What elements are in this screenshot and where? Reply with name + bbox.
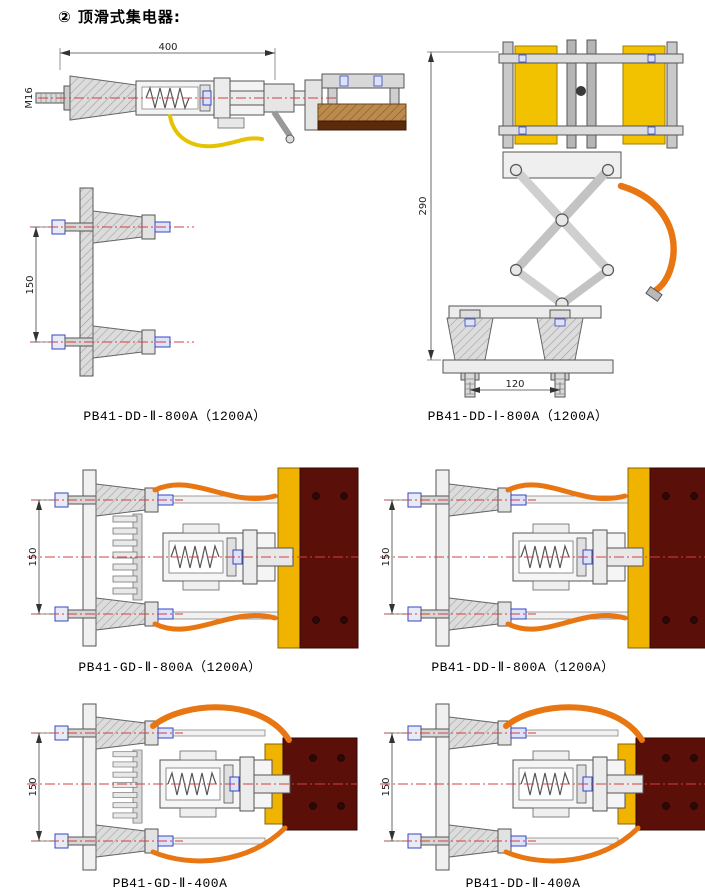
dim-label-150: 150 (28, 547, 39, 566)
dim-label-m16: M16 (24, 87, 35, 108)
dim-spacing: 150 (28, 732, 53, 842)
drawing-pantograph: 290 120 (418, 39, 684, 398)
pivot-joint (509, 263, 523, 277)
drawing-gd800: 150 (27, 467, 359, 649)
dim-label-120: 120 (505, 379, 524, 390)
dim-label-290: 290 (418, 196, 429, 215)
drawing-gd400: 150 (27, 703, 358, 871)
block-bolt (662, 492, 670, 500)
collector-head (304, 73, 407, 131)
lead-orange (503, 704, 645, 743)
dim-spacing: 150 (381, 499, 406, 615)
block-bolt (690, 754, 698, 762)
lead-orange (152, 613, 278, 632)
support-rail (157, 729, 266, 737)
fastener (339, 75, 349, 87)
pivot-joint (601, 263, 615, 277)
lead-orange (152, 482, 278, 501)
dim-spacing: 150 (25, 226, 50, 343)
dim-stud-spacing: 120 (469, 379, 561, 394)
lead-orange (505, 482, 628, 501)
block-bolt (662, 754, 670, 762)
dim-label-150: 150 (28, 777, 39, 796)
mounting-plate (82, 703, 97, 871)
fastener (647, 54, 656, 63)
scissor-linkage (502, 151, 622, 311)
dim-height: 290 (418, 51, 499, 361)
mounting-plate (435, 469, 450, 647)
fastener (518, 126, 527, 135)
caption-dd800: PB41-DD-Ⅱ-800A（1200A） (431, 660, 615, 675)
carbon-contact-pad (317, 103, 407, 122)
drawing-dd400: 150 (380, 703, 705, 871)
fastener (647, 126, 656, 135)
dim-label-150: 150 (381, 777, 392, 796)
support-rail (510, 729, 619, 737)
caption-gd400: PB41-GD-Ⅱ-400A (112, 876, 228, 891)
block-bolt (690, 616, 698, 624)
dim-label-150: 150 (25, 275, 36, 294)
pivot-joint (555, 213, 569, 227)
caption-dd400: PB41-DD-Ⅱ-400A (465, 876, 581, 891)
block-bolt (309, 802, 317, 810)
block-bolt (312, 616, 320, 624)
block-bolt (690, 492, 698, 500)
collector-shoes (498, 39, 684, 149)
drawing-side-view: 400 M16 (24, 42, 407, 149)
caption-gd800: PB41-GD-Ⅱ-800A（1200A） (78, 660, 262, 675)
finned-insulator (112, 749, 143, 824)
mounting-plate (435, 703, 450, 871)
drawing-mounting-view: 150 (25, 187, 194, 377)
fastener (554, 318, 566, 327)
fastener (464, 318, 476, 327)
dim-spacing: 150 (381, 732, 406, 842)
drawing-dd800: 150 (380, 467, 705, 649)
block-bolt (690, 802, 698, 810)
block-bolt (337, 802, 345, 810)
page-title: ② 顶滑式集电器: (58, 8, 181, 26)
block-bolt (340, 492, 348, 500)
cable-orange (617, 182, 677, 296)
fastener (518, 54, 527, 63)
block-bolt (340, 616, 348, 624)
contact-block-maroon (299, 467, 359, 649)
block-bolt (662, 802, 670, 810)
flexible-lead-yellow (168, 114, 264, 149)
pivot-joint (601, 163, 615, 177)
contact-bar (317, 120, 407, 131)
dim-label-400: 400 (158, 42, 177, 53)
block-bolt (337, 754, 345, 762)
block-bolt (662, 616, 670, 624)
block-bolt (312, 492, 320, 500)
dim-length: 400 (59, 42, 276, 80)
caption-side-view: PB41-DD-Ⅱ-800A（1200A） (83, 409, 267, 424)
support-rail (157, 837, 266, 845)
dim-label-150: 150 (381, 547, 392, 566)
pivot-joint (509, 163, 523, 177)
mounting-plate (79, 187, 94, 377)
fastener (373, 75, 383, 87)
base-assembly (442, 305, 614, 398)
caption-pantograph: PB41-DD-Ⅰ-800A（1200A） (427, 409, 609, 424)
lead-orange (503, 825, 641, 864)
lead-orange (150, 825, 288, 864)
base-plate (442, 359, 614, 374)
cable-terminal (645, 286, 663, 302)
lead-orange (150, 704, 292, 743)
mounting-plate (82, 469, 97, 647)
support-rail (510, 837, 619, 845)
block-bolt (309, 754, 317, 762)
lead-orange (505, 613, 628, 632)
dim-spacing: 150 (28, 499, 53, 615)
